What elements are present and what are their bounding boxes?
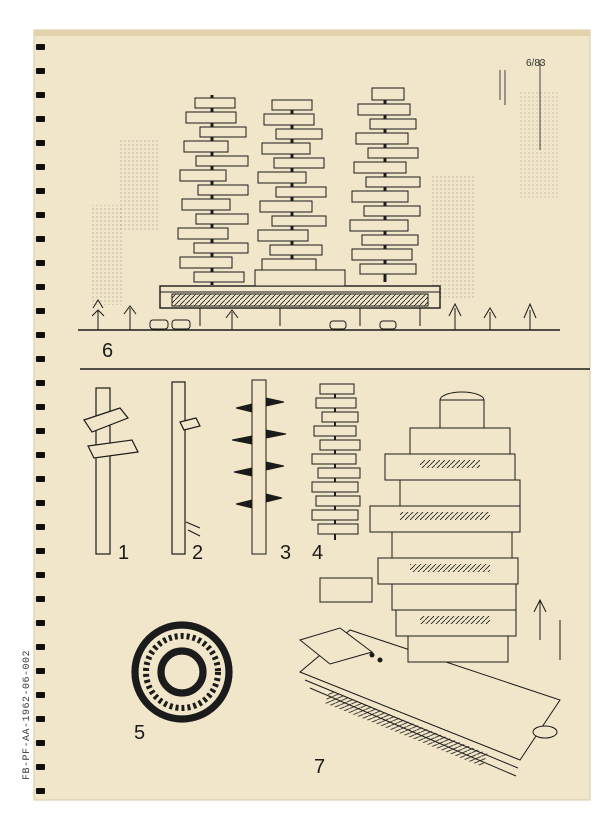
- figure-number-3: 3: [280, 542, 292, 564]
- street-cars: [149, 319, 397, 330]
- figure-4-stacked-units: [311, 383, 361, 540]
- figure-number-2: 2: [192, 542, 204, 564]
- street-trees: [91, 299, 537, 330]
- spiral-binding: [36, 44, 45, 794]
- page-reference: 6/83: [526, 58, 546, 69]
- tower-right: [349, 87, 421, 282]
- figure-1-pole-diagram: [83, 387, 139, 555]
- figure-5-circular-plan: [131, 621, 233, 723]
- figure-number-5: 5: [134, 722, 146, 744]
- figure-3-spiked-pole: [231, 379, 287, 555]
- figure-6-tower-elevation: [78, 60, 560, 331]
- archive-stamp: FB-PF-AA-1962-06-002: [22, 649, 33, 780]
- tower-left: [177, 95, 249, 285]
- figure-number-1: 1: [118, 542, 130, 564]
- figure-2-pole-diagram: [171, 381, 201, 555]
- figure-number-7: 7: [314, 756, 326, 778]
- figure-number-4: 4: [312, 542, 324, 564]
- podium-building: [159, 269, 441, 326]
- tower-middle: [257, 99, 327, 280]
- figure-7-perspective-sketch: [298, 391, 561, 777]
- figure-number-6: 6: [102, 340, 114, 362]
